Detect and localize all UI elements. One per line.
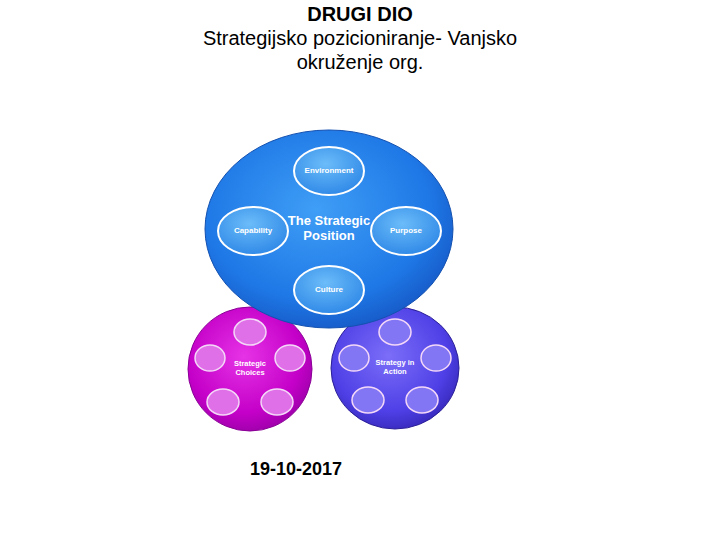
node-label: Capability bbox=[220, 226, 286, 235]
ellipse-fill bbox=[188, 307, 312, 431]
ellipse-fill bbox=[294, 266, 364, 314]
empty-circle bbox=[406, 387, 438, 413]
empty-circle bbox=[379, 319, 411, 345]
ellipse-fill bbox=[294, 147, 364, 195]
element-circle: Capability bbox=[216, 205, 290, 257]
node-label: Purpose bbox=[373, 226, 439, 235]
ellipse-fill bbox=[371, 207, 441, 255]
element-circle: Purpose bbox=[369, 205, 443, 257]
node-label: The Strategic Position bbox=[287, 214, 371, 244]
empty-circle bbox=[261, 389, 293, 415]
ellipse-fill bbox=[331, 307, 459, 429]
empty-circle bbox=[275, 345, 305, 371]
node-label: Strategic Choices bbox=[227, 360, 273, 377]
element-circle: Environment bbox=[292, 145, 366, 197]
element-circle: Culture bbox=[292, 264, 366, 316]
ellipse-fill bbox=[205, 130, 453, 328]
empty-circle bbox=[352, 387, 384, 413]
date-label: 19-10-2017 bbox=[226, 458, 366, 480]
empty-circle bbox=[339, 345, 369, 371]
node-label: Culture bbox=[296, 285, 362, 294]
node-label: Environment bbox=[296, 166, 362, 175]
node-label: Strategy in Action bbox=[372, 359, 418, 376]
slide-subtitle: Strategijsko pozicioniranje- Vanjsko okr… bbox=[200, 26, 520, 74]
choices-circle: Strategic Choices bbox=[187, 306, 313, 432]
empty-circle bbox=[234, 319, 266, 345]
empty-circle bbox=[207, 389, 239, 415]
position-circle: The Strategic Position EnvironmentCapabil… bbox=[204, 129, 454, 329]
ellipse-fill bbox=[218, 207, 288, 255]
empty-circle bbox=[421, 345, 451, 371]
slide-title: DRUGI DIO bbox=[210, 2, 510, 26]
empty-circle bbox=[195, 345, 225, 371]
